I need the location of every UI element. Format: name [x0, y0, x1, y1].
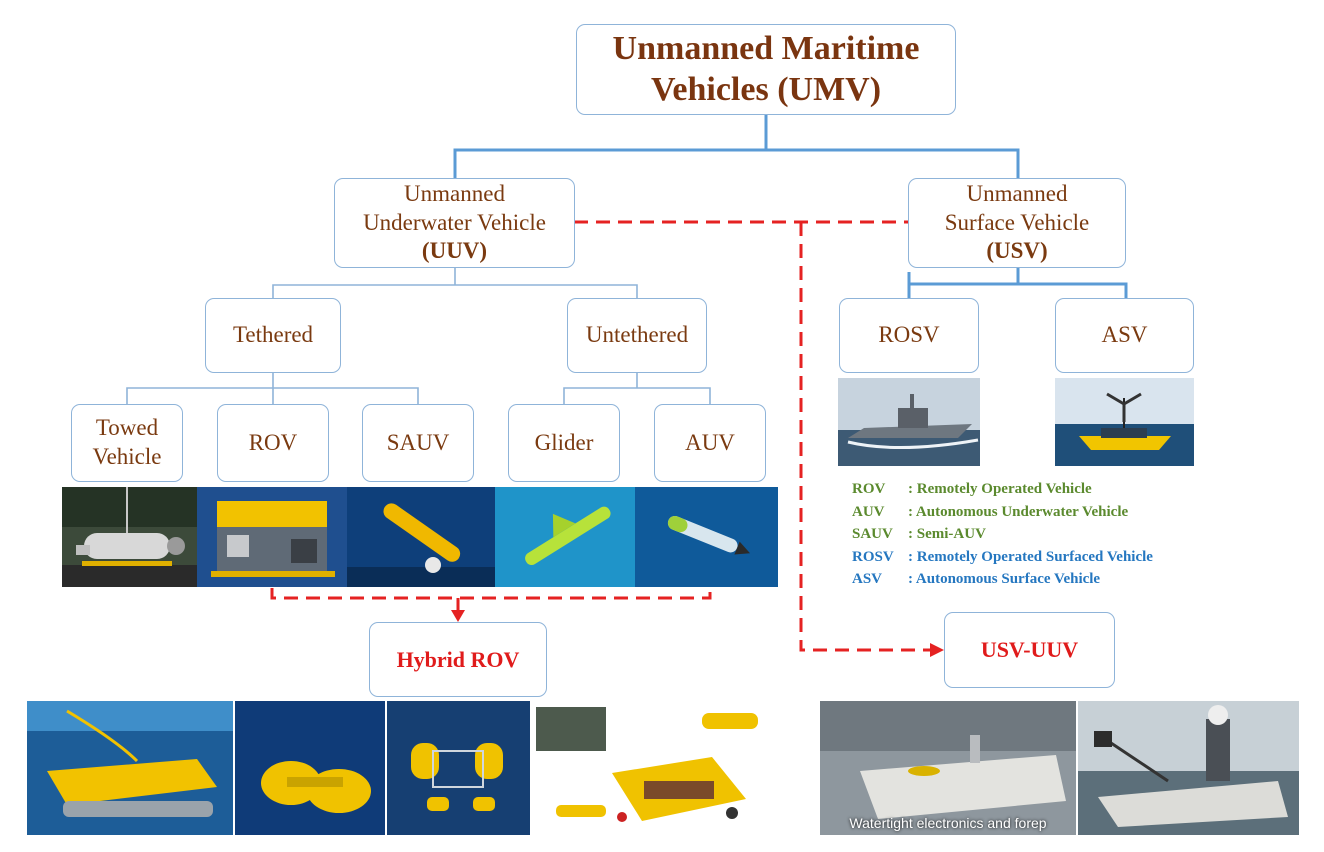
- hybrid-rov-photo-3: [387, 701, 530, 835]
- legend-abbr: ROSV: [852, 548, 894, 565]
- glider-photo: [495, 487, 635, 587]
- hybrid-rov-photo-1: [27, 701, 233, 835]
- auv-photo: [635, 487, 778, 587]
- root-title-line2: Vehicles (UMV): [650, 70, 882, 108]
- usv-abbr: (USV): [986, 238, 1048, 264]
- legend-row-auv: AUV : Autonomous Underwater Vehicle: [852, 501, 1153, 524]
- uuv-line1: Unmanned: [404, 180, 505, 206]
- towed-line2: Vehicle: [92, 444, 162, 469]
- hybrid-rov-config-diagram: [532, 701, 787, 835]
- node-usv: Unmanned Surface Vehicle (USV): [908, 178, 1126, 268]
- legend-abbr: SAUV: [852, 526, 893, 542]
- legend-text: : Remotely Operated Vehicle: [908, 481, 1092, 497]
- abbreviation-legend: ROV : Remotely Operated Vehicle AUV : Auto…: [852, 478, 1153, 591]
- usv-uuv-video-still: Watertight electronics and forep: [820, 701, 1076, 835]
- node-glider: Glider: [508, 404, 620, 482]
- root-title-line1: Unmanned Maritime: [612, 29, 920, 67]
- node-uuv: Unmanned Underwater Vehicle (UUV): [334, 178, 575, 268]
- root-node-umv: Unmanned Maritime Vehicles (UMV): [576, 24, 956, 115]
- rosv-photo: [838, 378, 980, 466]
- legend-abbr: ROV: [852, 481, 886, 497]
- legend-text: : Autonomous Surface Vehicle: [908, 571, 1101, 587]
- sauv-photo: [347, 487, 495, 587]
- legend-row-rosv: ROSV : Remotely Operated Surfaced Vehicle: [852, 546, 1153, 569]
- node-asv: ASV: [1055, 298, 1194, 373]
- node-rosv: ROSV: [839, 298, 979, 373]
- towed-line1: Towed: [95, 415, 159, 441]
- uuv-abbr: (UUV): [421, 238, 488, 264]
- node-towed-vehicle: Towed Vehicle: [71, 404, 183, 482]
- uuv-line2: Underwater Vehicle: [363, 209, 546, 235]
- node-untethered: Untethered: [567, 298, 707, 373]
- node-auv: AUV: [654, 404, 766, 482]
- legend-text: : Semi-AUV: [908, 526, 986, 542]
- node-hybrid-rov: Hybrid ROV: [369, 622, 547, 697]
- video-caption: Watertight electronics and forep: [849, 815, 1047, 831]
- towed-vehicle-photo: [62, 487, 197, 587]
- legend-text: : Autonomous Underwater Vehicle: [908, 503, 1129, 520]
- legend-row-sauv: SAUV : Semi-AUV: [852, 523, 1153, 546]
- legend-row-rov: ROV : Remotely Operated Vehicle: [852, 478, 1153, 501]
- usv-line2: Surface Vehicle: [944, 209, 1090, 235]
- node-usv-uuv: USV-UUV: [944, 612, 1115, 688]
- legend-abbr: AUV: [852, 503, 885, 520]
- hybrid-rov-photo-2: [235, 701, 385, 835]
- node-sauv: SAUV: [362, 404, 474, 482]
- usv-uuv-photo: [1078, 701, 1299, 835]
- legend-abbr: ASV: [852, 571, 883, 587]
- asv-photo: [1055, 378, 1194, 466]
- legend-text: : Remotely Operated Surfaced Vehicle: [908, 548, 1153, 565]
- node-tethered: Tethered: [205, 298, 341, 373]
- node-rov: ROV: [217, 404, 329, 482]
- usv-line1: Unmanned: [966, 180, 1068, 206]
- legend-row-asv: ASV : Autonomous Surface Vehicle: [852, 568, 1153, 591]
- rov-photo: [197, 487, 347, 587]
